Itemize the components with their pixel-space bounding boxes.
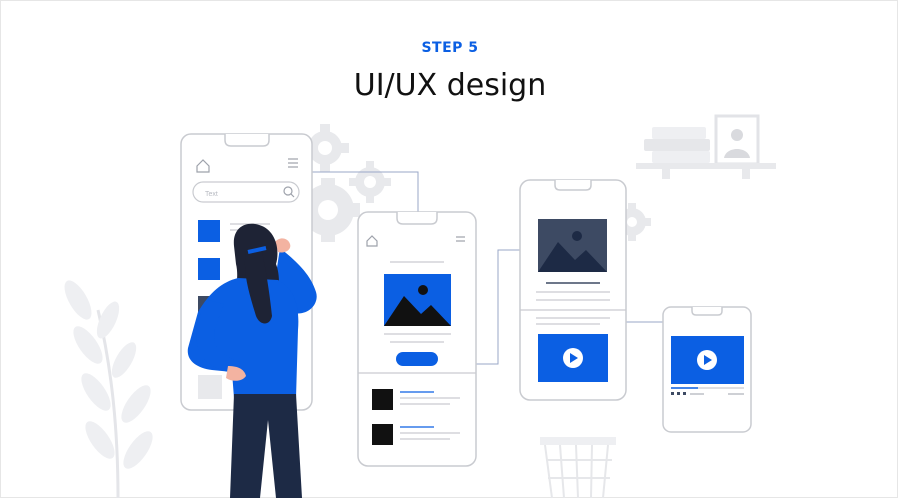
page-title: UI/UX design	[353, 68, 547, 103]
image-placeholder-icon	[538, 219, 607, 272]
plant-icon	[64, 280, 153, 499]
image-placeholder-icon	[384, 274, 451, 326]
home-icon	[196, 159, 210, 173]
shelf-icon	[636, 114, 776, 179]
designer-figure	[187, 223, 317, 498]
search-placeholder: Text	[205, 191, 218, 198]
play-icon	[704, 355, 712, 365]
step-label: STEP 5	[421, 40, 479, 56]
gear-icon	[349, 161, 391, 203]
phone-wireframe-3	[519, 179, 627, 401]
basket-icon	[540, 437, 616, 499]
video-player	[538, 334, 608, 382]
search-input	[192, 181, 300, 203]
menu-icon	[288, 158, 298, 168]
phone-wireframe-2	[357, 211, 477, 467]
video-player	[671, 336, 744, 384]
phone-wireframe-4	[662, 306, 752, 433]
search-icon	[283, 186, 295, 198]
cta-button	[396, 352, 438, 366]
home-icon	[366, 235, 378, 247]
menu-icon	[456, 236, 465, 242]
play-icon	[570, 353, 578, 363]
